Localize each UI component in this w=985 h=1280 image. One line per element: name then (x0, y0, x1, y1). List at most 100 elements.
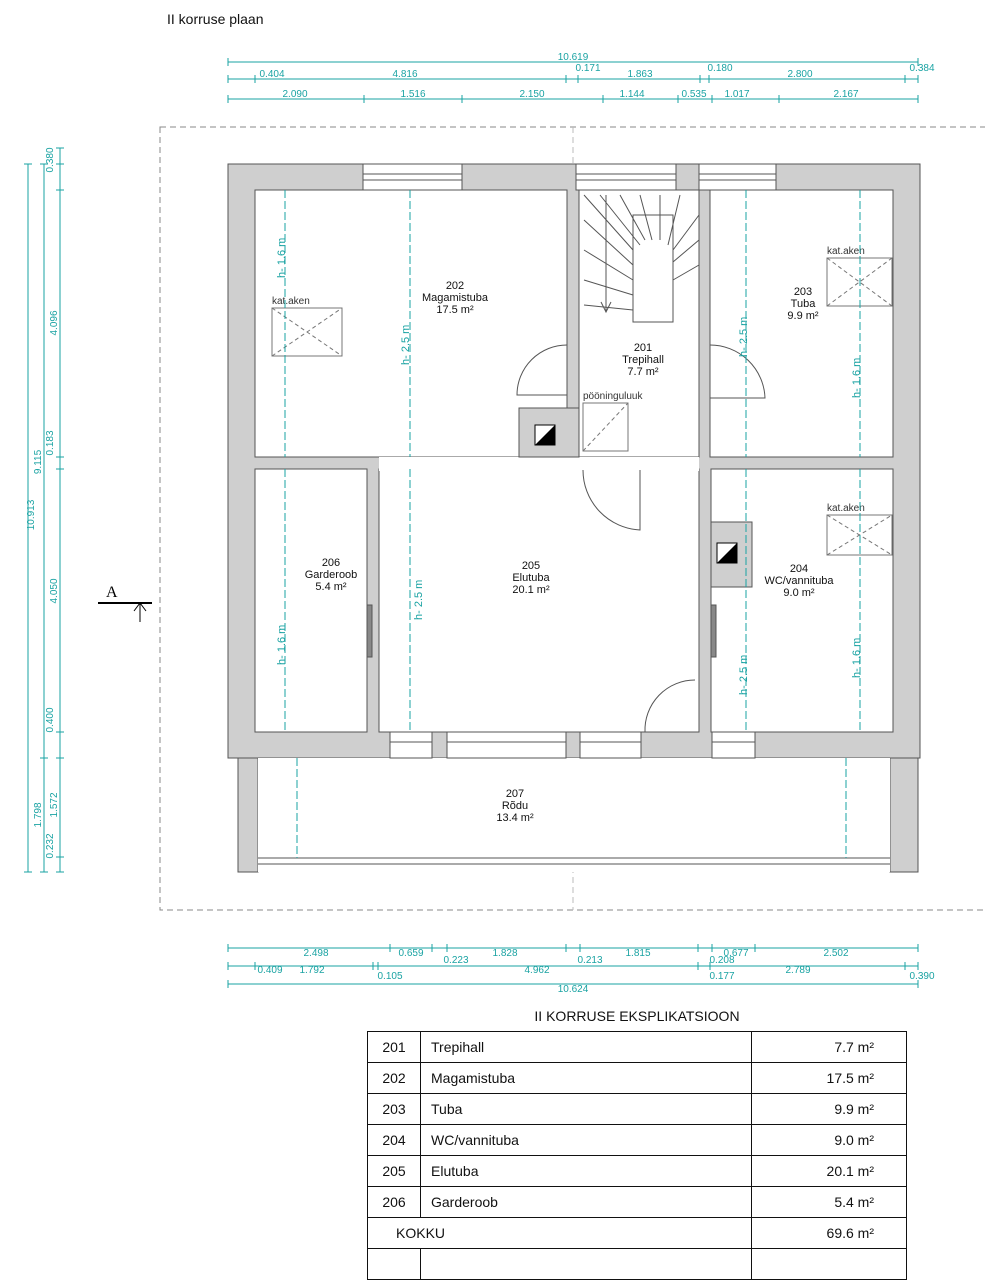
dimension-value: 0.213 (577, 955, 602, 966)
table-cell (751, 1248, 907, 1280)
flue-icon (534, 424, 738, 564)
height-label: h- 1.6 m (276, 625, 288, 665)
room-area: 7.7 m² (627, 366, 659, 378)
room-name: Rõdu (502, 800, 528, 812)
room-name: Elutuba (512, 572, 550, 584)
height-label: h- 1.6 m (276, 238, 288, 278)
dimension-value: 0.404 (259, 69, 284, 80)
height-lines (284, 190, 861, 858)
cell-area: 17.5 m² (751, 1062, 907, 1094)
dimension-value: 9.115 (33, 449, 44, 474)
room-number: 207 (506, 788, 524, 800)
section-label: A (106, 584, 118, 601)
room-name: Magamistuba (422, 292, 489, 304)
cell-number: 201 (367, 1031, 421, 1063)
room-number: 204 (790, 563, 808, 575)
room-area: 9.0 m² (783, 587, 815, 599)
dimension-value: 0.177 (709, 971, 734, 982)
height-label: h- 1.6 m (851, 638, 863, 678)
cell-name: WC/vannituba (420, 1124, 752, 1156)
total-label: KOKKU (367, 1217, 752, 1249)
cell-name: Magamistuba (420, 1062, 752, 1094)
height-label: h- 2.5 m (400, 325, 412, 365)
cell-name: Garderoob (420, 1186, 752, 1218)
room-number: 201 (634, 342, 652, 354)
height-label: h- 1.6 m (851, 358, 863, 398)
dimension-value: 1.828 (492, 948, 517, 959)
cell-area: 9.0 m² (751, 1124, 907, 1156)
room-205 (378, 468, 700, 733)
dimension-value: 2.167 (833, 89, 858, 100)
plan-title: II korruse plaan (167, 11, 264, 27)
height-label: h- 2.5 m (413, 580, 425, 620)
room-206 (254, 468, 368, 733)
table-cell (420, 1248, 752, 1280)
dimension-value: 0.183 (45, 430, 56, 455)
doors (366, 344, 766, 733)
floor-plan: kat.aken kat.aken kat.aken pööninguluuk … (24, 52, 985, 995)
dimension-value: 0.659 (398, 948, 423, 959)
cell-area: 20.1 m² (751, 1155, 907, 1187)
dimension-value: 0.171 (575, 63, 600, 74)
dimension-value: 4.096 (49, 310, 60, 335)
dimension-value: 4.962 (524, 965, 549, 976)
total-area: 69.6 m² (751, 1217, 907, 1249)
cell-name: Trepihall (420, 1031, 752, 1063)
roof-outline (159, 126, 985, 911)
roof-window-label: kat.aken (272, 296, 310, 307)
dimension-value: 0.223 (443, 955, 468, 966)
cell-number: 203 (367, 1093, 421, 1125)
room-203 (709, 189, 894, 458)
cell-number: 206 (367, 1186, 421, 1218)
dimension-value: 0.384 (909, 63, 934, 74)
room-number: 206 (322, 557, 340, 569)
room-204 (710, 468, 894, 733)
dimension-value: 2.150 (519, 89, 544, 100)
cell-number: 202 (367, 1062, 421, 1094)
height-label: h- 2.5 m (738, 655, 750, 695)
cell-area: 5.4 m² (751, 1186, 907, 1218)
dimension-value: 0.409 (257, 965, 282, 976)
dimension-value: 4.050 (49, 578, 60, 603)
dimension-value: 0.380 (45, 147, 56, 172)
dimension-value: 1.798 (33, 802, 44, 827)
dimension-value: 4.816 (392, 69, 417, 80)
room-area: 20.1 m² (512, 584, 550, 596)
room-area: 17.5 m² (436, 304, 474, 316)
dimension-value: 1.863 (627, 69, 652, 80)
cell-number: 205 (367, 1155, 421, 1187)
staircase (583, 194, 700, 323)
cell-name: Tuba (420, 1093, 752, 1125)
room-name: WC/vannituba (764, 575, 834, 587)
room-number: 205 (522, 560, 540, 572)
dimension-value: 2.502 (823, 948, 848, 959)
attic-hatch-label: pööninguluuk (583, 391, 643, 402)
room-name: Tuba (791, 298, 817, 310)
room-floors (254, 189, 894, 872)
dimension-value: 1.017 (724, 89, 749, 100)
dimension-value: 10.619 (558, 52, 589, 63)
dimension-value: 0.105 (377, 971, 402, 982)
roof-window-label: kat.aken (827, 503, 865, 514)
room-number: 202 (446, 280, 464, 292)
room-name: Garderoob (305, 569, 358, 581)
dimension-value: 0.400 (45, 707, 56, 732)
dimension-value: 0.390 (909, 971, 934, 982)
room-number: 203 (794, 286, 812, 298)
dimension-value: 1.144 (619, 89, 644, 100)
cell-area: 7.7 m² (751, 1031, 907, 1063)
dimension-value: 1.572 (49, 792, 60, 817)
dimension-value: 0.180 (707, 63, 732, 74)
dimension-value: 2.090 (282, 89, 307, 100)
dimension-value: 2.789 (785, 965, 810, 976)
dimension-value: 1.815 (625, 948, 650, 959)
cell-name: Elutuba (420, 1155, 752, 1187)
dimension-value: 2.498 (303, 948, 328, 959)
cell-area: 9.9 m² (751, 1093, 907, 1125)
